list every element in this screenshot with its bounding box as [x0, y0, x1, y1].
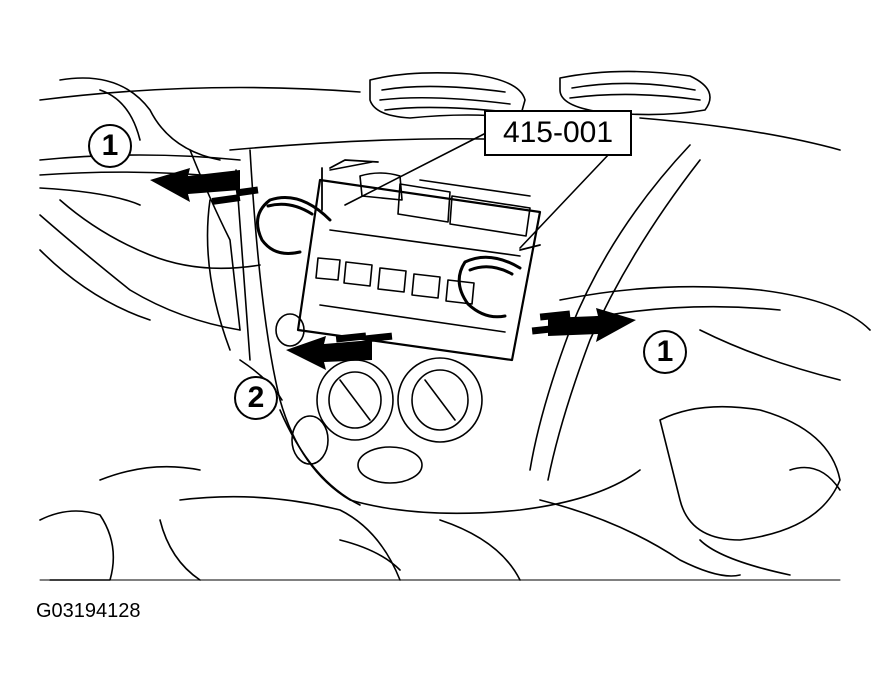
- removal-tool-left: [256, 159, 379, 255]
- control-knobs: [275, 313, 483, 484]
- arrow-right-pull: [531, 308, 636, 342]
- step-1-callout-right: 1: [643, 330, 687, 374]
- figure-id: G03194128: [36, 600, 141, 622]
- radio-unit: [296, 161, 542, 362]
- arrow-slide-out: [286, 332, 393, 370]
- arrow-left-pull: [150, 168, 259, 205]
- dash-vent-right: [559, 70, 711, 116]
- step-2-callout: 2: [234, 376, 278, 420]
- step-1-callout-left: 1: [88, 124, 132, 168]
- removal-tool-right: [457, 244, 541, 319]
- tool-number-callout: 415-001: [484, 110, 632, 156]
